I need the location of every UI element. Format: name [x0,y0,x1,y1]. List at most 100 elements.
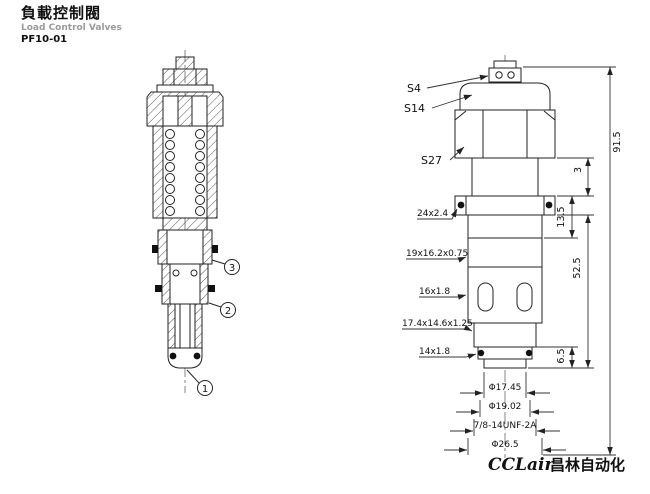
side-port-right [212,245,218,253]
oring-dot [545,201,553,209]
spring-coil [165,206,175,216]
wrench-labels: S4 S14 S27 [404,74,489,167]
lower-section [473,322,537,348]
spring-coil [195,195,205,205]
lower-wall-left [161,263,171,305]
nose-wall-left [167,303,176,349]
thread-label: 16x1.8 [419,287,450,297]
port-slot [516,282,533,312]
nose-tip [167,347,203,369]
nose-wall-right [194,303,203,349]
wrench-label-s4: S4 [407,82,421,95]
callout-leader [208,302,222,308]
sleeve-wall-right [206,125,218,219]
logo-latin: CCLair [488,455,554,475]
callout-leader [211,259,226,265]
spring-coil [195,162,205,172]
spring-coil [195,206,205,216]
dim-thread-unf: 7/8-14UNF-2A [474,421,538,431]
leader-line [449,146,465,161]
dim-phi-19-02: Φ19.02 [489,402,522,412]
leader-line [402,324,473,332]
oring-dot [477,349,485,357]
spring-coil [165,173,175,183]
hex-nut [454,109,556,159]
bottom-dimensions: Φ17.45 Φ19.02 7/8-14UNF-2A Φ26.5 [444,372,566,455]
thread-label: 17.4x14.6x1.25 [402,319,473,329]
model-number: PF10-01 [21,34,68,46]
port-slot [477,282,494,312]
thread-label: 19x16.2x0.75 [406,249,468,259]
top-screw-hex [488,67,522,83]
screw-hole [507,71,515,79]
logo-chinese: 昌林自动化 [550,456,625,474]
thread-label: 14x1.8 [419,347,450,357]
spring-coil [195,151,205,161]
dim-overall-length: 91.5 [612,131,623,152]
spring-coil [195,140,205,150]
vertical-dimensions: 91.5 3 13.5 52.5 6.5 [523,66,623,456]
page-header: 負載控制閥 Load Control Valves PF10-01 [21,4,122,46]
spring-coil [165,140,175,150]
bottom-tip [483,358,527,369]
oring-dot [193,352,201,360]
dim-52-5: 52.5 [572,257,583,278]
spring-coil [165,151,175,161]
leader-line [426,74,489,89]
leader-line [419,294,467,300]
thread-labels: 24x2.4 19x16.2x0.75 16x1.8 17.4x14.6x1.2… [402,208,477,360]
oring-dot [457,201,465,209]
leader-line [431,94,473,109]
dim-3: 3 [573,167,584,173]
callout-2: 2 [208,302,236,318]
hex-chamfer [543,110,556,121]
oring-dot [525,349,533,357]
spring-coil [195,129,205,139]
hex-chamfer [454,110,467,121]
dim-phi-17-45: Φ17.45 [489,383,522,393]
callout-number: 3 [229,263,235,274]
washer [156,84,214,93]
right-outline-view [454,55,556,458]
cross-hole [172,269,180,277]
oring-square-right [208,285,215,292]
callout-number: 1 [202,384,208,395]
mid-wall-left [157,229,168,265]
top-screw-cap [493,60,517,69]
spring-seat [162,217,208,231]
spring-coil [165,195,175,205]
title-english: Load Control Valves [21,22,122,33]
oring-square-left [155,285,162,292]
spring-coil [165,129,175,139]
bottom-oring-groove [477,346,533,360]
callout-circle [224,259,240,275]
wrench-label-s27: S27 [421,154,442,167]
spring-coil [195,184,205,194]
locknut-section [162,68,208,86]
screw-hole [495,71,503,79]
callout-number: 2 [225,306,231,317]
callout-1: 1 [186,369,213,396]
spring-coil [165,162,175,172]
spring-coil [165,184,175,194]
wrench-label-s14: S14 [404,102,425,115]
lower-wall-right [199,263,209,305]
adjust-screw-tip [175,56,195,70]
leader-line [419,353,477,360]
left-section-view: 3 2 1 [146,50,240,396]
callout-circle [220,302,236,318]
title-chinese: 負載控制閥 [21,4,102,22]
callout-3: 3 [211,259,240,275]
footer-logo: CCLair 昌林自动化 [488,455,625,475]
mid-wall-right [202,229,213,265]
spring-coil [195,173,205,183]
upper-body [467,214,543,268]
spring-coils [165,129,205,216]
sleeve-wall-left [152,125,164,219]
leader-line [417,208,458,220]
cap-dome [459,82,551,111]
side-port-left [152,245,158,253]
callout-leader [186,369,200,384]
oring-dot [169,352,177,360]
